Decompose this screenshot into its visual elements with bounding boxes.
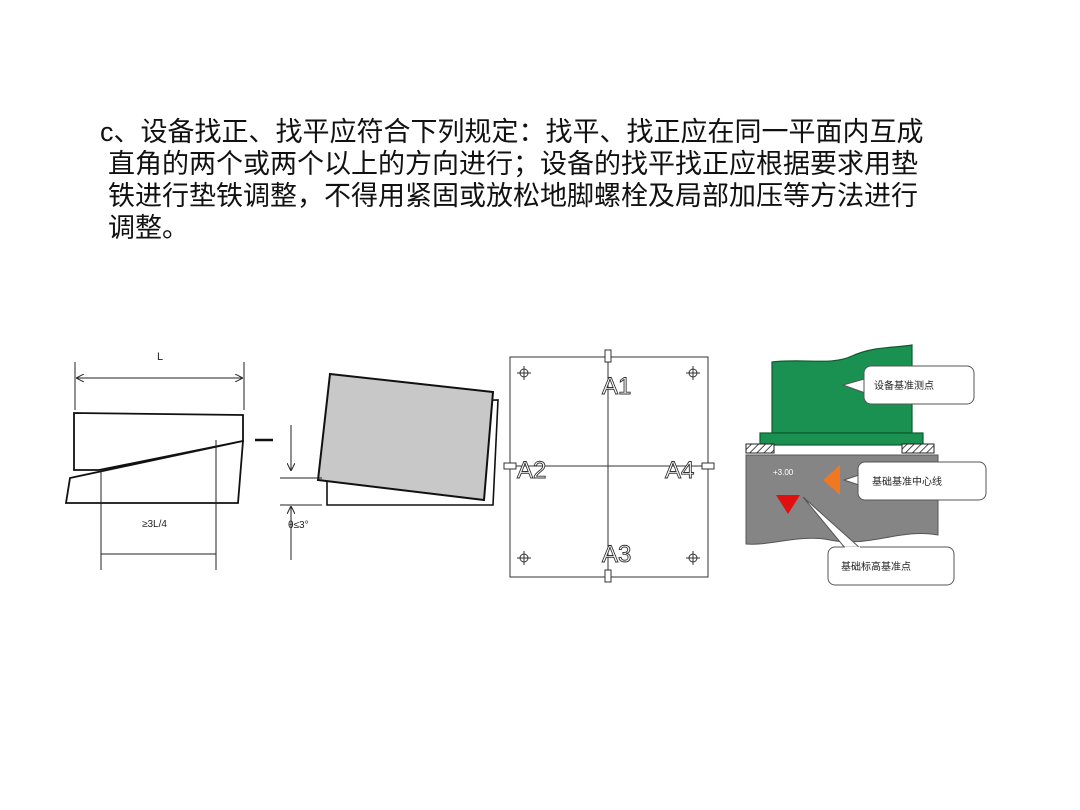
callout-equipment-label: 设备基准测点 [874, 379, 934, 392]
point-a2-label: A2 [517, 457, 546, 484]
lower-wedge [64, 439, 244, 504]
callout-centerline [857, 461, 987, 501]
paragraph-line-1: c、设备找正、找平应符合下列规定：找平、找正应在同一平面内互成 [100, 117, 924, 148]
length-label: L [157, 351, 163, 363]
tilted-block [316, 372, 495, 502]
paragraph-line-4: 调整。 [108, 213, 189, 244]
tilted-block-figure: θ≤3° [280, 372, 499, 560]
elevation-marker [776, 495, 800, 514]
measurement-plan-figure: A1 A2 A3 A4 [503, 349, 715, 583]
point-a4-label: A4 [665, 457, 694, 484]
point-a3-label: A3 [602, 541, 631, 568]
elevation-value: +3.00 [773, 468, 794, 477]
callout-centerline-label: 基础基准中心线 [872, 475, 942, 488]
equipment-foundation-figure: +3.00 设备基准测点 基础基准中心线 基础标高基准点 [745, 344, 987, 586]
paragraph-line-2: 直角的两个或两个以上的方向进行；设备的找平找正应根据要求用垫 [108, 149, 918, 180]
shim-left [745, 443, 775, 454]
overlap-label: ≥3L/4 [142, 519, 167, 530]
equipment-base-flange [759, 432, 924, 446]
paragraph-prefix: c [100, 117, 114, 147]
anchor-bolt-markers [517, 366, 700, 565]
callout-elevation [827, 546, 955, 586]
shim-wedge-figure: L ≥3L/4 [64, 351, 273, 570]
paragraph-line-3: 铁进行垫铁调整，不得用紧固或放松地脚螺栓及局部加压等方法进行 [108, 181, 918, 212]
requirement-paragraph: c、设备找正、找平应符合下列规定：找平、找正应在同一平面内互成 直角的两个或两个… [100, 116, 1030, 245]
callout-elevation-label: 基础标高基准点 [841, 560, 911, 573]
shim-right [901, 443, 935, 454]
point-a1-label: A1 [602, 373, 631, 400]
centerline-marker [823, 465, 840, 495]
plan-outline [509, 356, 709, 578]
callout-equipment-reference [863, 365, 975, 405]
angle-label: θ≤3° [288, 520, 309, 531]
